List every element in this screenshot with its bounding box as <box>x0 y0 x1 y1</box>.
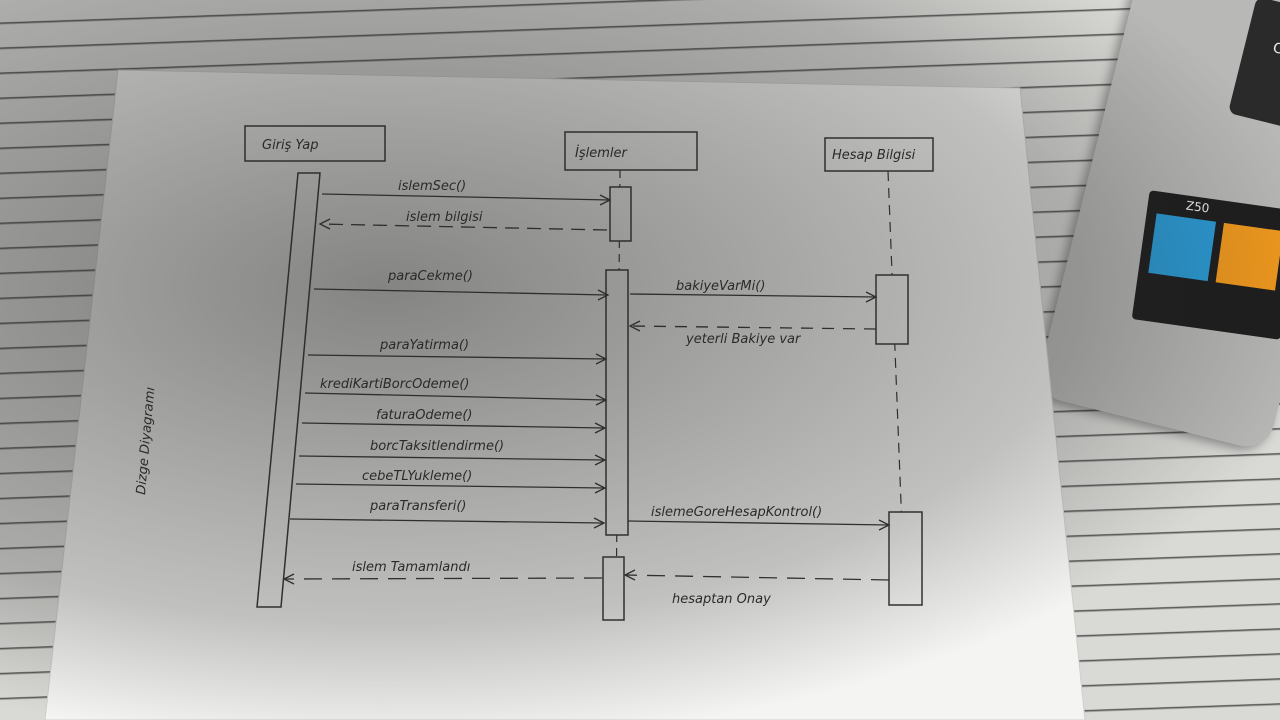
message-label-11: islemeGoreHesapKontrol() <box>651 505 822 520</box>
message-label-7: faturaOdeme() <box>376 408 472 423</box>
lifeline-label-hesap: Hesap Bilgisi <box>832 148 916 163</box>
message-label-10: paraTransferi() <box>369 499 466 514</box>
activation-islemler-2 <box>606 270 628 535</box>
activation-islemler-3 <box>603 557 624 620</box>
lifeline-label-islemler: İşlemler <box>575 145 628 161</box>
lifeline-label-giris: Giriş Yap <box>262 138 319 153</box>
message-label-0: islemSec() <box>398 179 466 194</box>
message-label-2: paraCekme() <box>387 269 473 284</box>
message-label-9: cebeTLYukleme() <box>362 469 472 484</box>
message-label-12: islem Tamamlandı <box>352 560 471 575</box>
activation-islemler-1 <box>610 187 631 241</box>
message-label-4: yeterli Bakiye var <box>685 332 802 347</box>
message-label-13: hesaptan Onay <box>672 592 771 607</box>
message-label-5: paraYatirma() <box>379 338 469 353</box>
message-label-1: islem bilgisi <box>406 210 483 225</box>
message-label-8: borcTaksitlendirme() <box>370 439 504 454</box>
activation-hesap-1 <box>876 275 908 344</box>
message-label-3: bakiyeVarMi() <box>676 279 765 294</box>
activation-hesap-2 <box>889 512 922 605</box>
message-label-6: krediKartiBorcOdeme() <box>320 377 469 392</box>
